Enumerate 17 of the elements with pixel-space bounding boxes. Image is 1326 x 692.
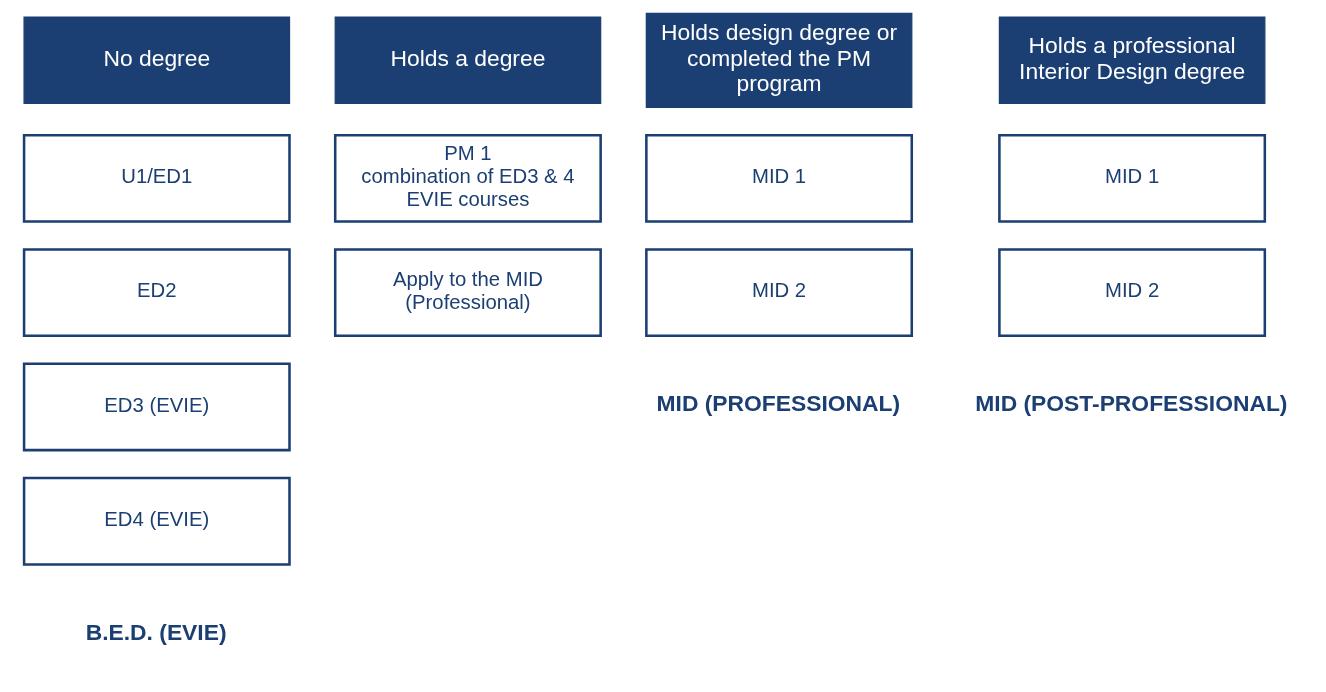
node-box: Holds design degree or completed the PM program bbox=[645, 12, 912, 108]
node-box: ED4 (EVIE) bbox=[22, 476, 291, 566]
node-box: PM 1 combination of ED3 & 4 EVIE courses bbox=[333, 133, 602, 223]
label: MID (PROFESSIONAL) bbox=[656, 390, 900, 417]
node-box: ED2 bbox=[22, 248, 291, 338]
node-box: U1/ED1 bbox=[22, 133, 291, 223]
label: MID (POST-PROFESSIONAL) bbox=[974, 390, 1287, 417]
node-box: Holds a degree bbox=[334, 16, 601, 105]
node-box: MID 2 bbox=[997, 248, 1266, 338]
label: B.E.D. (EVIE) bbox=[85, 618, 227, 645]
node-box: No degree bbox=[22, 16, 290, 105]
node-box: Apply to the MID (Professional) bbox=[333, 248, 602, 338]
node-box: MID 2 bbox=[644, 248, 913, 338]
node-box: MID 1 bbox=[644, 133, 913, 223]
node-box: Holds a professional Interior Design degree bbox=[998, 16, 1265, 105]
node-box: ED3 (EVIE) bbox=[22, 362, 291, 452]
node-box: MID 1 bbox=[997, 133, 1266, 223]
